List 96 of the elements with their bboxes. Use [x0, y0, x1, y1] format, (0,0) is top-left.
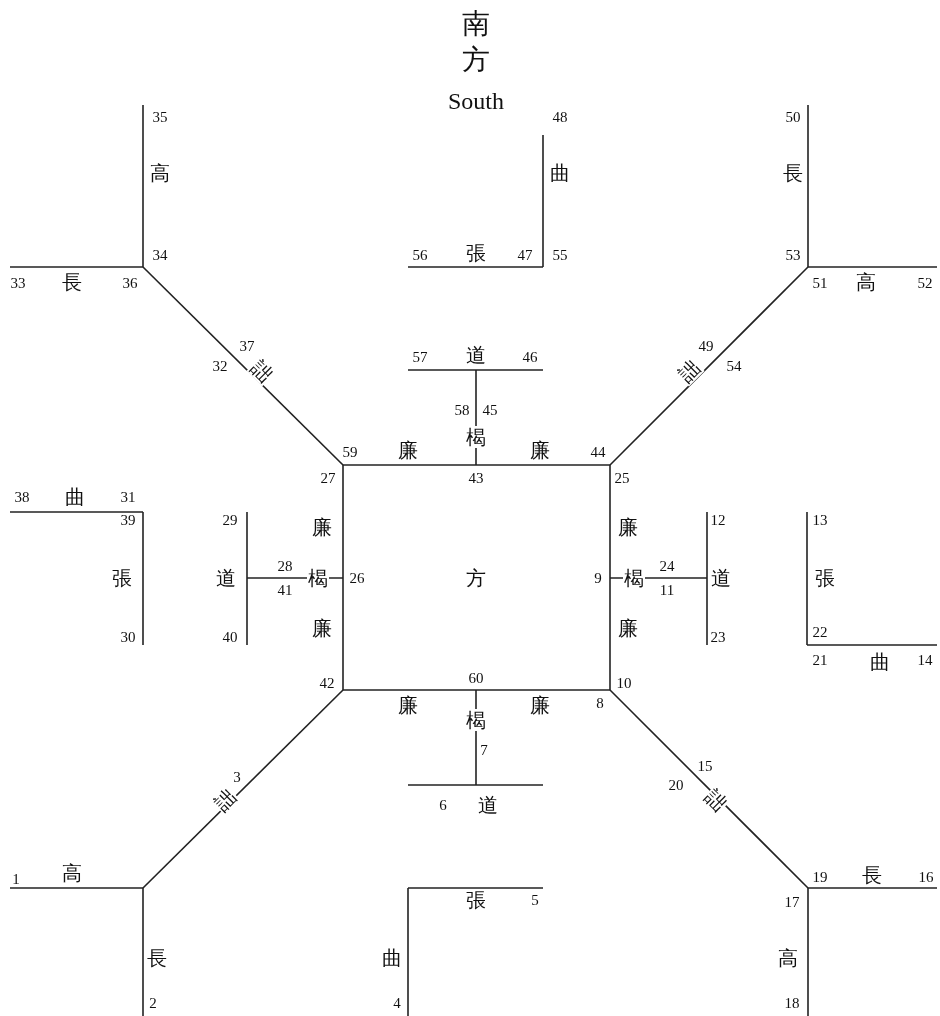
point-number: 58	[454, 402, 470, 418]
point-number: 20	[668, 777, 684, 793]
board-character: 曲	[65, 487, 85, 507]
point-number: 41	[277, 582, 293, 598]
point-number: 4	[393, 995, 401, 1011]
point-number: 22	[812, 624, 828, 640]
point-number: 17	[784, 894, 800, 910]
point-number: 13	[812, 512, 828, 528]
point-number: 33	[10, 275, 26, 291]
point-number: 56	[412, 247, 428, 263]
heading-characters: 方	[462, 46, 490, 74]
point-number: 57	[412, 349, 428, 365]
point-number: 52	[917, 275, 933, 291]
board-character: 長	[783, 163, 803, 183]
board-character: 廉	[398, 440, 418, 460]
point-number: 48	[552, 109, 568, 125]
board-character: 高	[150, 163, 170, 183]
board-character: 廉	[312, 618, 332, 638]
point-number: 35	[152, 109, 168, 125]
point-number: 44	[590, 444, 606, 460]
point-number: 43	[468, 470, 484, 486]
point-number: 39	[120, 512, 136, 528]
point-number: 60	[468, 670, 484, 686]
board-character: 廉	[618, 618, 638, 638]
point-number: 21	[812, 652, 828, 668]
point-number: 32	[212, 358, 228, 374]
board-character: 廉	[618, 517, 638, 537]
point-number: 26	[349, 570, 365, 586]
point-number: 47	[517, 247, 533, 263]
point-number: 28	[277, 558, 293, 574]
point-number: 51	[812, 275, 828, 291]
board-character: 楬	[465, 709, 487, 731]
board-character: 長	[862, 865, 882, 885]
board-character: 方	[466, 568, 486, 588]
board-character: 高	[778, 948, 798, 968]
board-character: 楬	[307, 567, 329, 589]
board-character: 長	[62, 272, 82, 292]
board-character: 楬	[465, 426, 487, 448]
point-number: 24	[659, 558, 675, 574]
heading-characters: 南	[462, 10, 490, 38]
board-character: 張	[815, 568, 835, 588]
board-character: 道	[466, 345, 486, 365]
point-number: 30	[120, 629, 136, 645]
board-character: 張	[112, 568, 132, 588]
point-number: 50	[785, 109, 801, 125]
point-number: 11	[659, 582, 675, 598]
point-number: 42	[319, 675, 335, 691]
point-number: 15	[697, 758, 713, 774]
board-character: 廉	[530, 440, 550, 460]
point-number: 9	[594, 570, 602, 586]
point-number: 18	[784, 995, 800, 1011]
board-character: 廉	[312, 517, 332, 537]
point-number: 36	[122, 275, 138, 291]
point-number: 1	[12, 871, 20, 887]
heading-text: South	[448, 89, 504, 113]
point-number: 3	[233, 769, 241, 785]
point-number: 16	[918, 869, 934, 885]
board-character: 曲	[382, 948, 402, 968]
point-number: 46	[522, 349, 538, 365]
board-character: 張	[466, 243, 486, 263]
point-number: 2	[149, 995, 157, 1011]
board-character: 曲	[870, 652, 890, 672]
board-character: 長	[147, 948, 167, 968]
board-character: 曲	[550, 163, 570, 183]
point-number: 31	[120, 489, 136, 505]
board-character: 道	[478, 795, 498, 815]
point-number: 59	[342, 444, 358, 460]
point-number: 37	[239, 338, 255, 354]
point-number: 23	[710, 629, 726, 645]
board-character: 道	[711, 568, 731, 588]
point-number: 12	[710, 512, 726, 528]
point-number: 54	[726, 358, 742, 374]
point-number: 55	[552, 247, 568, 263]
point-number: 45	[482, 402, 498, 418]
board-character: 道	[216, 568, 236, 588]
board-character: 張	[466, 890, 486, 910]
point-number: 6	[439, 797, 447, 813]
point-number: 38	[14, 489, 30, 505]
point-number: 49	[698, 338, 714, 354]
board-character: 楬	[623, 567, 645, 589]
board-character: 高	[62, 863, 82, 883]
point-number: 14	[917, 652, 933, 668]
point-number: 53	[785, 247, 801, 263]
point-number: 8	[596, 695, 604, 711]
point-number: 34	[152, 247, 168, 263]
board-character: 廉	[530, 695, 550, 715]
point-number: 5	[531, 892, 539, 908]
point-number: 10	[616, 675, 632, 691]
point-number: 29	[222, 512, 238, 528]
board-character: 廉	[398, 695, 418, 715]
point-number: 40	[222, 629, 238, 645]
point-number: 25	[614, 470, 630, 486]
point-number: 27	[320, 470, 336, 486]
point-number: 19	[812, 869, 828, 885]
board-character: 高	[856, 272, 876, 292]
point-number: 7	[480, 742, 488, 758]
